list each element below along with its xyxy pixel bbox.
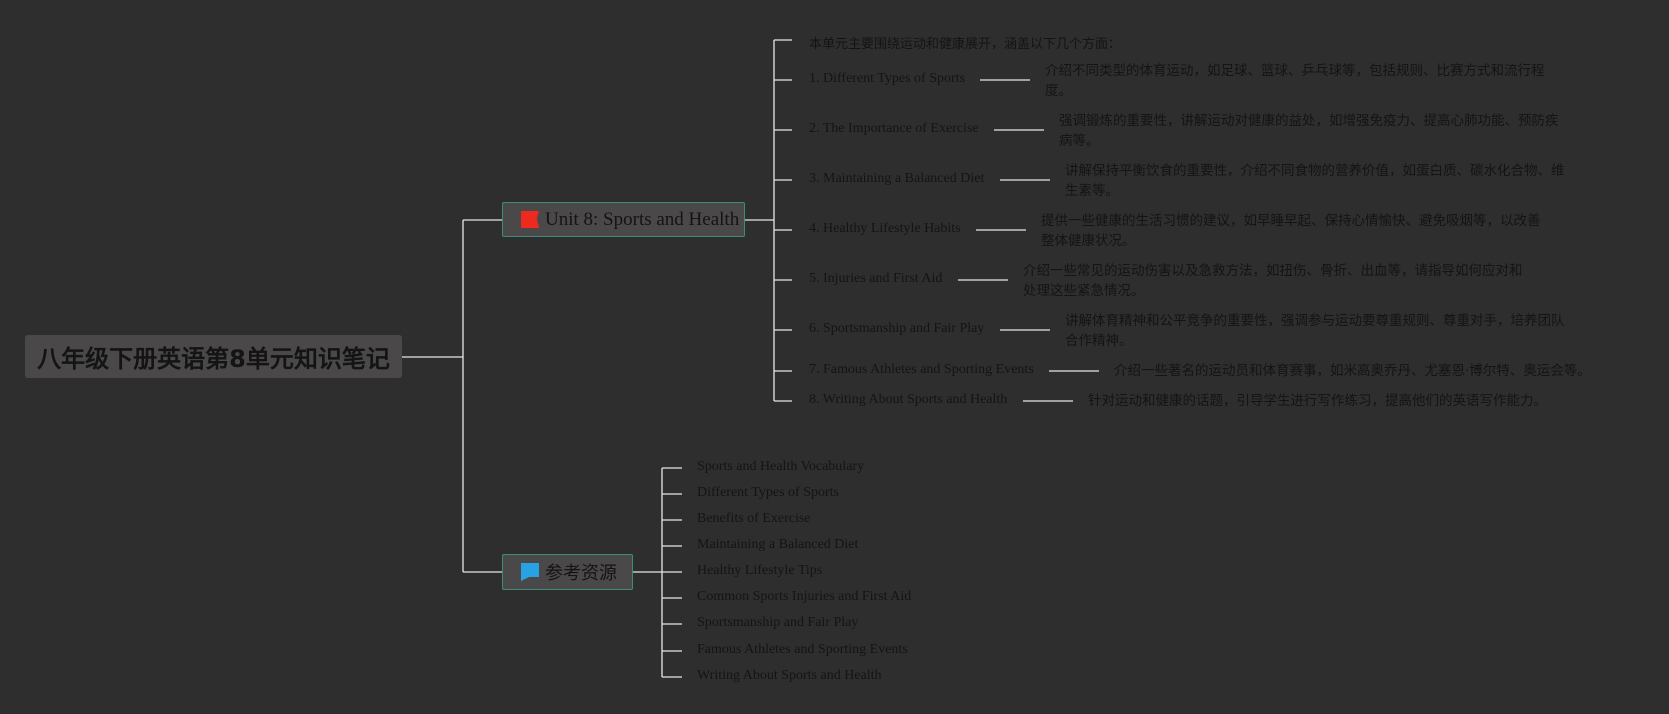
root-topic[interactable]: 八年级下册英语第8单元知识笔记 [25,335,402,378]
resource-item-4[interactable]: Maintaining a Balanced Diet [697,537,859,552]
resource-item-5[interactable]: Healthy Lifestyle Tips [697,563,823,578]
resource-item-3[interactable]: Benefits of Exercise [697,511,811,526]
blue-flag-icon [521,563,539,581]
unit-item-2-desc[interactable]: 强调锻炼的重要性，讲解运动对健康的益处，如增强免疫力、提高心肺功能、预防疾病等。 [1059,113,1559,149]
unit-topic[interactable]: Unit 8: Sports and Health [502,202,745,237]
unit-item-3[interactable]: 3. Maintaining a Balanced Diet [809,171,985,186]
resource-item-8[interactable]: Famous Athletes and Sporting Events [697,642,908,657]
unit-item-3-desc[interactable]: 讲解保持平衡饮食的重要性，介绍不同食物的营养价值，如蛋白质、碳水化合物、维生素等… [1065,163,1565,199]
unit-item-6-desc[interactable]: 讲解体育精神和公平竞争的重要性，强调参与运动要尊重规则、尊重对手，培养团队合作精… [1065,313,1565,349]
unit-item-6[interactable]: 6. Sportsmanship and Fair Play [809,321,985,336]
red-flag-icon [521,211,539,228]
root-title: 八年级下册英语第8单元知识笔记 [37,345,390,373]
unit-item-7-desc[interactable]: 介绍一些著名的运动员和体育赛事，如米高奥乔丹、尤塞恩·博尔特、奥运会等。 [1114,363,1591,379]
resource-item-1[interactable]: Sports and Health Vocabulary [697,459,865,474]
unit-item-5-desc[interactable]: 介绍一些常见的运动伤害以及急救方法，如扭伤、骨折、出血等，请指导如何应对和处理这… [1023,263,1523,299]
resource-item-9[interactable]: Writing About Sports and Health [697,668,882,683]
resource-item-2[interactable]: Different Types of Sports [697,485,839,500]
unit-item-4-desc[interactable]: 提供一些健康的生活习惯的建议，如早睡早起、保持心情愉快、避免吸烟等，以改善整体健… [1041,213,1541,249]
unit-item-8-desc[interactable]: 针对运动和健康的话题，引导学生进行写作练习，提高他们的英语写作能力。 [1088,393,1547,409]
unit-item-5[interactable]: 5. Injuries and First Aid [809,271,943,286]
resource-item-7[interactable]: Sportsmanship and Fair Play [697,615,859,630]
resources-topic[interactable]: 参考资源 [502,554,633,590]
unit-item-1-desc[interactable]: 介绍不同类型的体育运动，如足球、篮球、乒乓球等，包括规则、比赛方式和流行程度。 [1045,63,1545,99]
unit-title: Unit 8: Sports and Health [545,208,740,230]
unit-item-4[interactable]: 4. Healthy Lifestyle Habits [809,221,961,236]
unit-item-1[interactable]: 1. Different Types of Sports [809,71,965,86]
unit-item-7[interactable]: 7. Famous Athletes and Sporting Events [809,362,1034,377]
unit-item-2[interactable]: 2. The Importance of Exercise [809,121,979,136]
resources-title: 参考资源 [545,563,617,584]
unit-intro[interactable]: 本单元主要围绕运动和健康展开，涵盖以下几个方面： [809,37,1122,52]
resource-item-6[interactable]: Common Sports Injuries and First Aid [697,589,912,604]
unit-item-8[interactable]: 8. Writing About Sports and Health [809,392,1008,407]
